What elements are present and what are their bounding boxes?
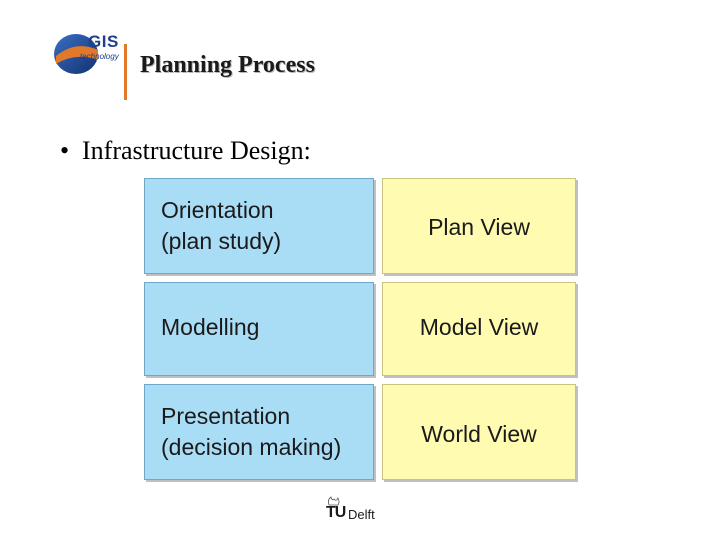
grid-cell-label: Model View [419,314,539,340]
grid-cell-label: Plan View [428,214,530,240]
bullet-item: • Infrastructure Design: [60,136,311,166]
grid-cell-orientation: Orientation (plan study) [144,178,374,274]
grid-cell-presentation: Presentation (decision making) [144,384,374,480]
slide-title: Planning Process [140,52,315,78]
tu-delft-logo: TU Delft [322,496,402,526]
grid-cell-model-view: Model View [382,282,576,376]
grid-cell-label: Orientation (plan study) [161,197,282,254]
gis-technology-logo: GIS technology [52,30,132,100]
planning-grid: Orientation (plan study) Plan View Model… [144,178,578,482]
bullet-text: Infrastructure Design: [82,136,311,165]
flame-icon [327,496,340,506]
bullet-dot-icon: • [60,136,70,165]
tu-mark: TU [326,504,346,521]
grid-cell-world-view: World View [382,384,576,480]
logo-divider [124,44,127,100]
grid-cell-label: World View [421,421,537,447]
grid-cell-label: Presentation (decision making) [161,403,342,460]
grid-cell-modelling: Modelling [144,282,374,376]
grid-cell-label: Modelling [161,314,260,340]
logo-brand-text: GIS [88,32,119,51]
grid-cell-plan-view: Plan View [382,178,576,274]
logo-subtitle-text: technology [80,52,119,61]
globe-icon [54,34,98,74]
delft-text: Delft [348,507,375,522]
